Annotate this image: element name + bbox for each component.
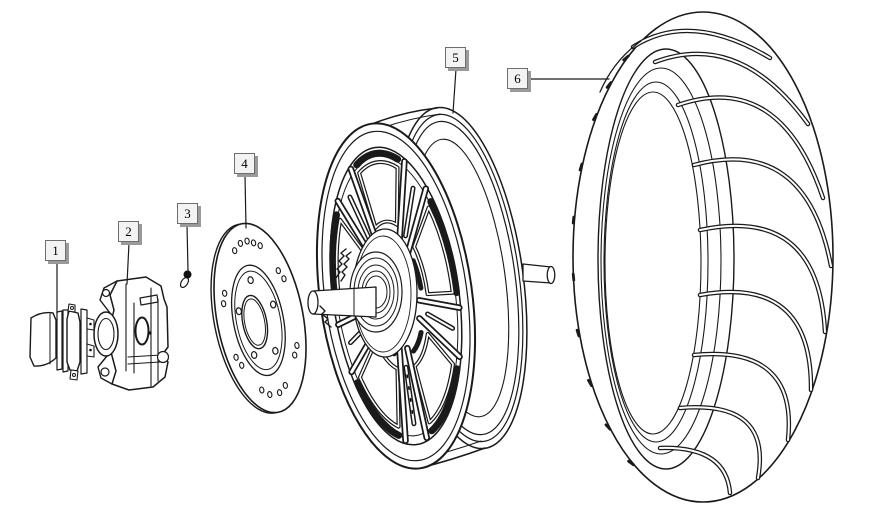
brake-pads-drawing xyxy=(29,303,95,381)
axle-right xyxy=(522,263,556,285)
hub-serrations xyxy=(319,248,352,328)
callout-box-2: 2 xyxy=(118,221,139,242)
pin-drawing xyxy=(179,270,192,289)
leader-line-2 xyxy=(126,242,130,285)
wheel-rim-drawing xyxy=(307,106,556,470)
brake-disc-drawing xyxy=(210,222,307,414)
leader-line-5 xyxy=(452,68,457,114)
leader-lines xyxy=(56,68,610,314)
tire-drawing xyxy=(571,11,834,503)
leader-line-3 xyxy=(186,224,189,272)
callout-box-1: 1 xyxy=(45,240,66,261)
leader-line-4 xyxy=(244,174,247,229)
callout-box-5: 5 xyxy=(445,47,466,68)
disc-vent-holes xyxy=(220,237,300,399)
brake-caliper-drawing xyxy=(93,276,170,391)
callout-box-4: 4 xyxy=(234,153,255,174)
tire-sidewall-notches xyxy=(571,54,635,467)
callout-box-3: 3 xyxy=(177,203,198,224)
callout-box-6: 6 xyxy=(507,68,528,89)
axle-left xyxy=(307,286,377,318)
disc-bolt-holes xyxy=(235,276,279,359)
tire-tread-grooves xyxy=(599,28,834,496)
